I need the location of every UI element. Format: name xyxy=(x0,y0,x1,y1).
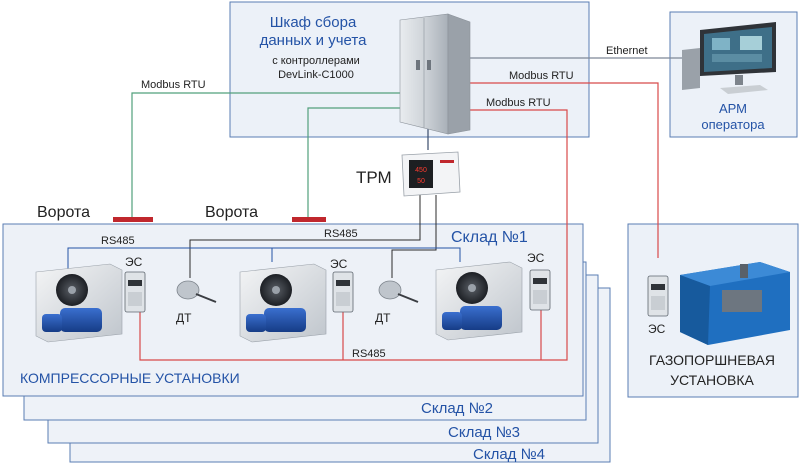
energy-meter-icon-2 xyxy=(332,271,354,313)
trm-dt-line-2 xyxy=(391,195,437,278)
server-cabinet-icon xyxy=(399,13,471,135)
temperature-sensor-icon-2 xyxy=(378,280,419,303)
energy-meter-icon-gas xyxy=(647,275,669,317)
gate-1-label: Ворота xyxy=(37,204,90,221)
energy-meter-icon-1 xyxy=(124,271,146,313)
warehouse-1-label: Склад №1 xyxy=(451,229,528,246)
es-label-gas: ЭС xyxy=(648,322,666,336)
trm-label: ТРМ xyxy=(356,168,392,187)
gate-1-bar xyxy=(113,217,153,222)
temperature-sensor-icon-1 xyxy=(176,280,217,303)
es-label-3: ЭС xyxy=(527,251,545,265)
cabinet-title-line2: данных и учета xyxy=(260,32,368,49)
dt-label-1: ДТ xyxy=(176,311,192,325)
rs485-mid-label: RS485 xyxy=(324,228,358,240)
es-label-1: ЭС xyxy=(125,255,143,269)
energy-meter-icon-3 xyxy=(529,269,551,311)
ethernet-label: Ethernet xyxy=(606,45,648,57)
modbus-left-label: Modbus RTU xyxy=(141,79,206,91)
cabinet-sub-line2: DevLink-C1000 xyxy=(278,69,354,81)
operator-line1: АРМ xyxy=(719,101,747,116)
modbus-gate2-line xyxy=(307,107,400,222)
cabinet-title-line1: Шкаф сбора xyxy=(270,14,357,31)
gas-piston-generator-icon xyxy=(680,262,790,345)
rs485-left-label: RS485 xyxy=(101,235,135,247)
compressor-unit-3 xyxy=(435,261,523,341)
cabinet-sub-line1: с контроллерами xyxy=(272,55,360,67)
warehouse-2-label: Склад №2 xyxy=(421,400,493,417)
dt-label-2: ДТ xyxy=(375,311,391,325)
gas-piston-label-line1: ГАЗОПОРШНЕВАЯ xyxy=(649,352,775,368)
operator-line2: оператора xyxy=(701,117,765,132)
compressor-unit-2 xyxy=(239,263,327,343)
compressors-label: КОМПРЕССОРНЫЕ УСТАНОВКИ xyxy=(20,370,240,386)
trm-controller-icon: 450 50 xyxy=(401,151,461,197)
workstation-icon xyxy=(682,22,776,94)
warehouse-4-label: Склад №4 xyxy=(473,446,545,463)
compressor-unit-1 xyxy=(35,263,123,343)
svg-text:450: 450 xyxy=(415,167,427,174)
gate-2-label: Ворота xyxy=(205,204,258,221)
modbus-left-line xyxy=(131,92,400,222)
rs485-top-line xyxy=(67,247,461,272)
gate-2-bar xyxy=(292,217,326,222)
modbus-right-top-label: Modbus RTU xyxy=(509,70,574,82)
gas-piston-label-line2: УСТАНОВКА xyxy=(670,372,754,388)
es-label-2: ЭС xyxy=(330,257,348,271)
warehouse-3-label: Склад №3 xyxy=(448,424,520,441)
svg-text:50: 50 xyxy=(417,178,425,185)
modbus-gas-line xyxy=(470,82,659,258)
modbus-right-mid-label: Modbus RTU xyxy=(486,97,551,109)
modbus-comp-line xyxy=(139,109,568,361)
trm-dt-line-1 xyxy=(189,195,421,278)
rs485-bottom-label: RS485 xyxy=(352,348,386,360)
